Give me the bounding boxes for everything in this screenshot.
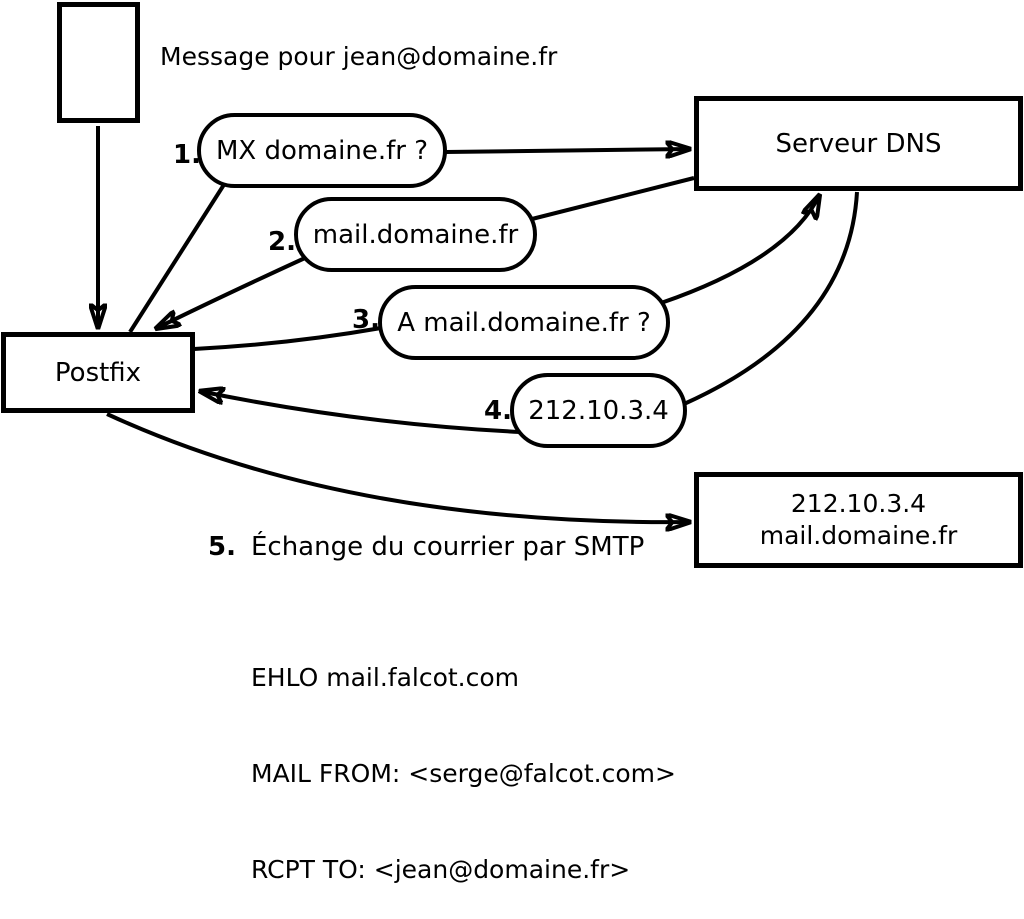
line-postfix-to-mx-query-pill [128,181,227,334]
pill-mx-query: MX domaine.fr ? [197,113,447,188]
arrow-mx-query-to-dns [444,149,691,152]
step5-label: Échange du courrier par SMTP [250,532,645,562]
arrow-a-answer-to-postfix [199,391,521,434]
line-postfix-to-a-query-pill [193,326,382,351]
postfix-label: Postfix [54,357,142,388]
postfix-box: Postfix [1,332,195,413]
dns-server-box: Serveur DNS [694,96,1023,191]
arrow-mx-answer-to-postfix [155,256,306,329]
step-number-5: 5. [208,532,236,562]
step-number-1: 1. [173,140,201,170]
step-number-3: 3. [352,305,380,335]
message-envelope-box [57,2,140,123]
smtp-line: RCPT TO: <jean@domaine.fr> [251,855,631,884]
smtp-session-transcript: EHLO mail.falcot.com MAIL FROM: <serge@f… [251,598,676,919]
pill-a-query-label: A mail.domaine.fr ? [397,307,651,338]
smtp-line: MAIL FROM: <serge@falcot.com> [251,759,676,788]
step-number-4: 4. [484,396,512,426]
pill-a-answer: 212.10.3.4 [510,373,687,448]
pill-mx-answer-label: mail.domaine.fr [312,219,519,250]
step5-caption: 5. Échange du courrier par SMTP [208,532,644,562]
destination-mailserver-labels: 212.10.3.4 mail.domaine.fr [760,488,958,552]
message-title: Message pour jean@domaine.fr [160,42,558,71]
pill-mx-query-label: MX domaine.fr ? [215,135,429,166]
destination-ip-label: 212.10.3.4 [790,489,927,518]
destination-mailserver-box: 212.10.3.4 mail.domaine.fr [694,472,1023,568]
smtp-line: EHLO mail.falcot.com [251,663,520,692]
arrow-a-query-to-dns [660,194,820,305]
destination-host-label: mail.domaine.fr [759,521,958,550]
pill-a-query: A mail.domaine.fr ? [378,285,670,360]
dns-server-label: Serveur DNS [775,128,942,159]
arrow-postfix-to-mailserver-smtp [106,412,691,522]
line-dns-to-a-answer-pill [683,191,859,406]
step-number-2: 2. [268,227,296,257]
pill-mx-answer: mail.domaine.fr [294,197,537,272]
line-dns-to-mx-answer-pill [527,176,695,222]
pill-a-answer-label: 212.10.3.4 [528,395,669,426]
